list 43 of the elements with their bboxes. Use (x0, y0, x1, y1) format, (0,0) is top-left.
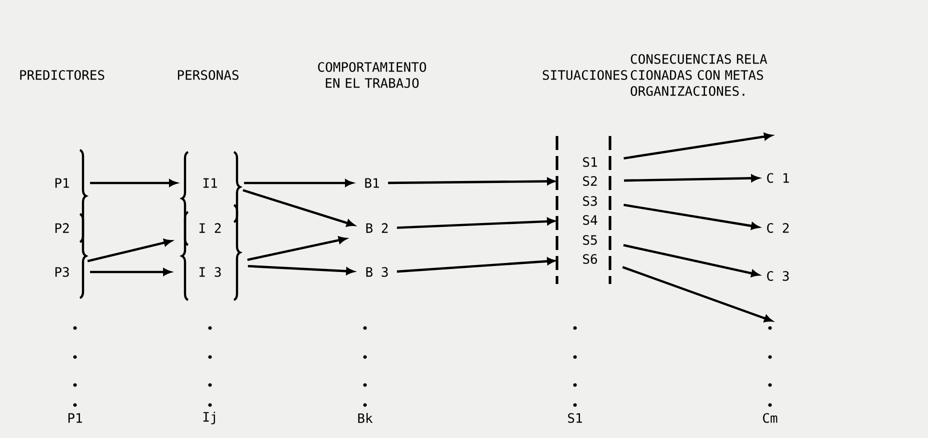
arrow (87, 238, 172, 262)
column-label: P1 (68, 413, 82, 423)
node-label: C 3 (767, 271, 789, 281)
node-label: P3 (55, 267, 69, 277)
column-heading: PERSONAS (178, 70, 238, 80)
column-heading: SITUACIONES (542, 70, 628, 80)
arrow (396, 218, 555, 229)
arrow (90, 179, 177, 187)
arrow (622, 266, 772, 322)
arrow (396, 258, 555, 273)
node-label: P1 (55, 178, 69, 188)
node-label: S2 (583, 176, 597, 186)
arrow (624, 174, 759, 182)
arrow (388, 178, 555, 185)
arrow (247, 236, 346, 261)
arrow (624, 132, 772, 160)
arrow (623, 244, 760, 277)
arrow (90, 268, 171, 276)
column-heading: CONSECUENCIAS RELA CIONADAS CON METAS ORGANIZACIONES. (630, 54, 768, 96)
arrow (242, 189, 354, 227)
node-label: B1 (365, 178, 379, 188)
node-label: C 2 (767, 223, 789, 233)
column-label: S1 (568, 413, 582, 423)
node-label: I 2 (200, 223, 221, 233)
node-label: B 2 (366, 223, 388, 233)
node-label: B 3 (366, 267, 388, 277)
column-heading: COMPORTAMIENTO EN EL TRABAJO (318, 62, 426, 88)
column-label: Bk (358, 413, 373, 423)
arrow (248, 264, 354, 275)
node-label: S3 (583, 196, 597, 206)
node-label: P2 (55, 223, 69, 233)
node-label: S5 (583, 235, 597, 245)
node-label: I 3 (200, 267, 221, 277)
node-label: S6 (583, 254, 597, 264)
column-label: Ij (203, 412, 215, 424)
column-label: Cm (763, 413, 778, 423)
node-label: C 1 (767, 173, 789, 183)
column-heading: PREDICTORES (20, 70, 104, 80)
arrow (624, 204, 760, 230)
node-label: I1 (203, 178, 217, 188)
arrow (244, 179, 353, 187)
node-label: S4 (583, 215, 598, 225)
node-label: S1 (583, 157, 597, 167)
